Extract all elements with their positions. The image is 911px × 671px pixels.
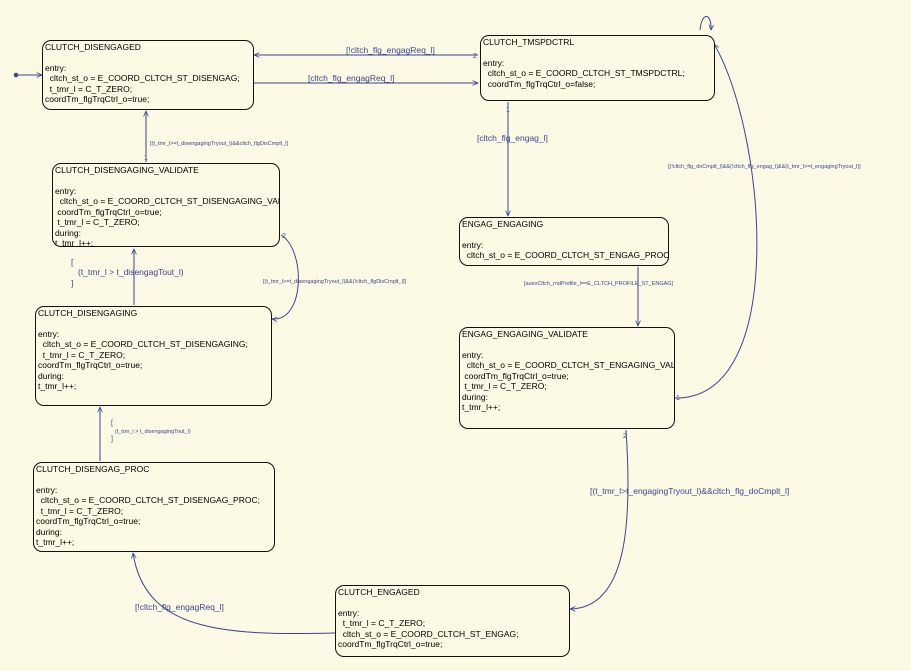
priority-label: 2 [473, 53, 477, 60]
state-action-line: coordTm_flgTrqCtrl_o=true; [38, 360, 143, 370]
state-action-line: cltch_st_o = E_COORD_CLTCH_ST_ENGAGING_V… [466, 360, 675, 370]
state-clutch-disengaging[interactable]: CLUTCH_DISENGAGING entry: cltch_st_o = E… [35, 306, 272, 406]
state-title: CLUTCH_TMSPDCTRL [483, 37, 575, 47]
state-action-line: entry: [36, 484, 58, 495]
priority-label: 2 [623, 433, 627, 440]
state-title: CLUTCH_DISENGAGING_VALIDATE [55, 165, 199, 175]
transition-label-t3: [cltch_flg_engag_l] [477, 133, 548, 143]
transition-label-t7: (t_tmr_l > t_disengagTout_l) [78, 267, 184, 277]
state-action-line: entry: [38, 328, 60, 339]
state-action-line: coordTm_flgTrqCtrl_o=false; [483, 78, 596, 89]
wire-tmspdctrl-self-loop[interactable] [699, 16, 711, 30]
state-title: CLUTCH_DISENGAGING [38, 308, 138, 318]
state-action-line: entry: [338, 607, 360, 618]
state-action-line: entry: [45, 62, 67, 73]
state-action-line: during: [38, 370, 64, 381]
state-action-line: during: [462, 391, 488, 402]
state-clutch-tmspdctrl[interactable]: CLUTCH_TMSPDCTRL entry: cltch_st_o = E_C… [480, 35, 715, 101]
state-action-line: during: [55, 227, 81, 238]
state-clutch-disengaging-validate[interactable]: CLUTCH_DISENGAGING_VALIDATE entry: cltch… [52, 163, 280, 247]
state-title: CLUTCH_DISENGAG_PROC [36, 464, 150, 474]
state-action-line: coordTm_flgTrqCtrl_o=true; [462, 370, 569, 381]
wire-engaged-to-disengag-proc[interactable] [133, 553, 336, 635]
state-action-line: cltch_st_o = E_COORD_CLTCH_ST_DISENGAGIN… [38, 339, 248, 349]
transition-label-t9: (t_tmr_l > t_disengagingTout_l) [115, 429, 191, 435]
transition-label-t11: [!cltch_flg_engagReq_l] [135, 602, 224, 612]
priority-label: 1 [144, 155, 148, 162]
state-action-line: during: [36, 526, 62, 537]
transition-label-t4: [(t_tmr_l>=t_disengagingTryout_l)&&cltch… [150, 141, 288, 147]
state-action-line: t_tmr_l = C_T_ZERO; [55, 217, 140, 227]
transition-label-t9-open: [ [111, 420, 113, 427]
transition-label-t9-close: ] [111, 436, 113, 443]
transition-label-t1: [!cltch_flg_engagReq_l] [346, 45, 435, 55]
state-action-line: t_tmr_l = C_T_ZERO; [462, 381, 547, 391]
transition-label-t7-close: ] [71, 278, 74, 288]
state-title: CLUTCH_ENGAGED [338, 587, 420, 597]
state-action-line: t_tmr_l++; [36, 537, 75, 547]
state-clutch-disengaged[interactable]: CLUTCH_DISENGAGED entry: cltch_st_o = E_… [42, 40, 254, 110]
state-title: CLUTCH_DISENGAGED [45, 42, 141, 52]
transition-label-t5: [(!cltch_flg_doCmplt_l)&&(!cltch_flg_eng… [668, 164, 861, 170]
transition-label-t10: [(t_tmr_l>t_engagingTryout_l)&&cltch_flg… [590, 486, 790, 496]
state-action-line: cltch_st_o = E_COORD_CLTCH_ST_DISENGAGIN… [59, 196, 279, 206]
state-action-line: entry: [483, 57, 505, 68]
state-clutch-disengag-proc[interactable]: CLUTCH_DISENGAG_PROC entry: cltch_st_o =… [33, 462, 275, 552]
wire-engaging-validate-to-engaged[interactable] [570, 429, 629, 609]
state-clutch-engaged[interactable]: CLUTCH_ENGAGED entry: t_tmr_l = C_T_ZERO… [335, 585, 570, 657]
state-action-line: t_tmr_l = C_T_ZERO; [45, 83, 133, 94]
state-title: ENGAG_ENGAGING [462, 219, 544, 229]
state-action-line: cltch_st_o = E_COORD_CLTCH_ST_ENGAG_PROC… [462, 250, 669, 260]
state-action-line: entry: [55, 185, 77, 196]
state-action-line: coordTm_flgTrqCtrl_o=true; [45, 94, 150, 104]
transition-label-t7-open: [ [71, 257, 74, 267]
wire-validate-to-disengaging[interactable] [272, 234, 299, 319]
default-transition-dot [13, 72, 19, 78]
wire-engaging-validate-to-tmspdctrl[interactable] [674, 44, 758, 399]
state-action-line: coordTm_flgTrqCtrl_o=true; [55, 206, 162, 217]
state-action-line: t_tmr_l = C_T_ZERO; [36, 505, 124, 516]
state-action-line: cltch_st_o = E_COORD_CLTCH_ST_DISENGAG_P… [36, 495, 260, 505]
state-title: ENGAG_ENGAGING_VALIDATE [462, 329, 588, 339]
state-action-line: t_tmr_l++; [55, 238, 94, 247]
state-engag-engaging-validate[interactable]: ENGAG_ENGAGING_VALIDATE entry: cltch_st_… [459, 327, 675, 429]
priority-label: 1 [506, 107, 510, 114]
transition-label-t8: [auxoCltch_rndProfile_l==E_CLTCH_PROFILE… [524, 281, 674, 287]
state-action-line: entry: [462, 239, 484, 250]
state-action-line: coordTm_flgTrqCtrl_o=true; [36, 516, 141, 526]
priority-label: 1 [676, 395, 680, 402]
transition-label-t6: [(t_tmr_l>=t_disengagingTryout_l)&&(!clt… [263, 279, 407, 285]
priority-label: 2 [282, 233, 286, 240]
state-action-line: t_tmr_l++; [38, 381, 77, 391]
state-action-line: t_tmr_l = C_T_ZERO; [338, 618, 426, 628]
state-action-line: cltch_st_o = E_COORD_CLTCH_ST_ENGAG; [338, 628, 519, 639]
state-action-line: coordTm_flgTrqCtrl_o=true; [338, 639, 443, 649]
state-action-line: cltch_st_o = E_COORD_CLTCH_ST_TMSPDCTRL; [483, 68, 685, 78]
state-action-line: entry: [462, 349, 484, 360]
state-action-line: cltch_st_o = E_COORD_CLTCH_ST_DISENGAG; [45, 73, 240, 83]
state-engag-engaging[interactable]: ENGAG_ENGAGING entry: cltch_st_o = E_COO… [459, 217, 669, 266]
state-action-line: t_tmr_l++; [462, 402, 501, 412]
transition-label-t2: [cltch_flg_engagReq_l] [308, 73, 395, 83]
state-action-line: t_tmr_l = C_T_ZERO; [38, 349, 126, 360]
